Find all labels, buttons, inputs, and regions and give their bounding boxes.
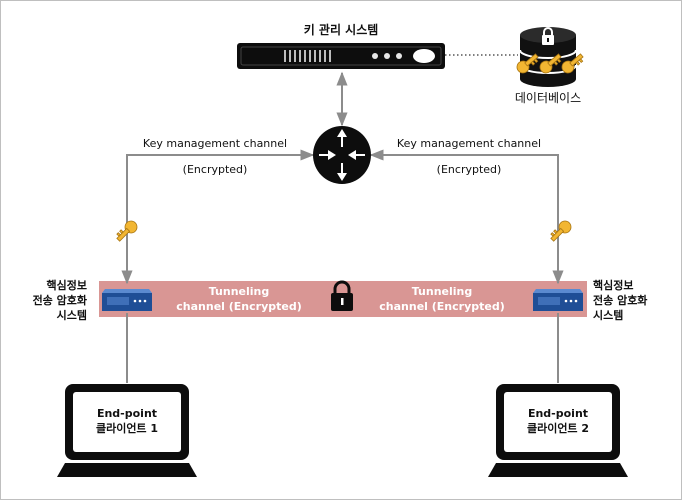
connector-lines bbox=[121, 71, 564, 383]
tunnel-label-right-line2: channel (Encrypted) bbox=[379, 300, 505, 313]
encryption-system-left-label: 핵심정보 전송 암호화 시스템 bbox=[33, 278, 87, 323]
left-channel-note: (Encrypted) bbox=[182, 163, 248, 176]
lock-icon bbox=[331, 280, 353, 311]
encryption-appliance-right-icon bbox=[533, 289, 583, 311]
database-keys-icon bbox=[516, 53, 584, 74]
key-management-system-title: 키 관리 시스템 bbox=[303, 23, 379, 37]
key-icon-right bbox=[550, 220, 572, 242]
client2-line1: End-point bbox=[527, 407, 589, 420]
encryption-system-right-line1: 핵심정보 bbox=[593, 279, 634, 292]
left-channel-label: Key management channel bbox=[142, 137, 288, 150]
encryption-system-left-line2: 전송 암호화 bbox=[32, 294, 87, 307]
client1-line2: 클라이언트 1 bbox=[95, 422, 159, 435]
database-label: 데이터베이스 bbox=[514, 91, 582, 105]
client1-line1: End-point bbox=[96, 407, 158, 420]
database-icon bbox=[519, 27, 577, 87]
laptop-icon-right bbox=[488, 384, 628, 477]
client2-line2: 클라이언트 2 bbox=[526, 422, 590, 435]
right-channel-label: Key management channel bbox=[396, 137, 542, 150]
key-icon-left bbox=[116, 220, 138, 242]
connector-router-right bbox=[369, 149, 564, 285]
encryption-appliance-left-icon bbox=[102, 289, 152, 311]
tunnel-label-left-line2: channel (Encrypted) bbox=[176, 300, 302, 313]
encryption-system-left-line1: 핵심정보 bbox=[46, 279, 87, 292]
tunnel-label-left-line1: Tunneling bbox=[208, 285, 270, 298]
router-icon bbox=[313, 126, 371, 184]
encryption-system-right-line3: 시스템 bbox=[593, 309, 624, 322]
tunnel-label-right: Tunneling channel (Encrypted) bbox=[379, 284, 504, 314]
client1-label: End-point 클라이언트 1 bbox=[96, 406, 158, 436]
laptop-icon-left bbox=[57, 384, 197, 477]
tunnel-label-left: Tunneling channel (Encrypted) bbox=[176, 284, 301, 314]
encryption-system-right-line2: 전송 암호화 bbox=[593, 294, 648, 307]
connector-router-left bbox=[121, 149, 315, 285]
tunnel-label-right-line1: Tunneling bbox=[411, 285, 473, 298]
key-management-server-icon bbox=[237, 43, 445, 69]
right-channel-note: (Encrypted) bbox=[436, 163, 502, 176]
encryption-system-right-label: 핵심정보 전송 암호화 시스템 bbox=[593, 278, 647, 323]
client2-label: End-point 클라이언트 2 bbox=[527, 406, 589, 436]
encryption-system-left-line3: 시스템 bbox=[56, 309, 87, 322]
